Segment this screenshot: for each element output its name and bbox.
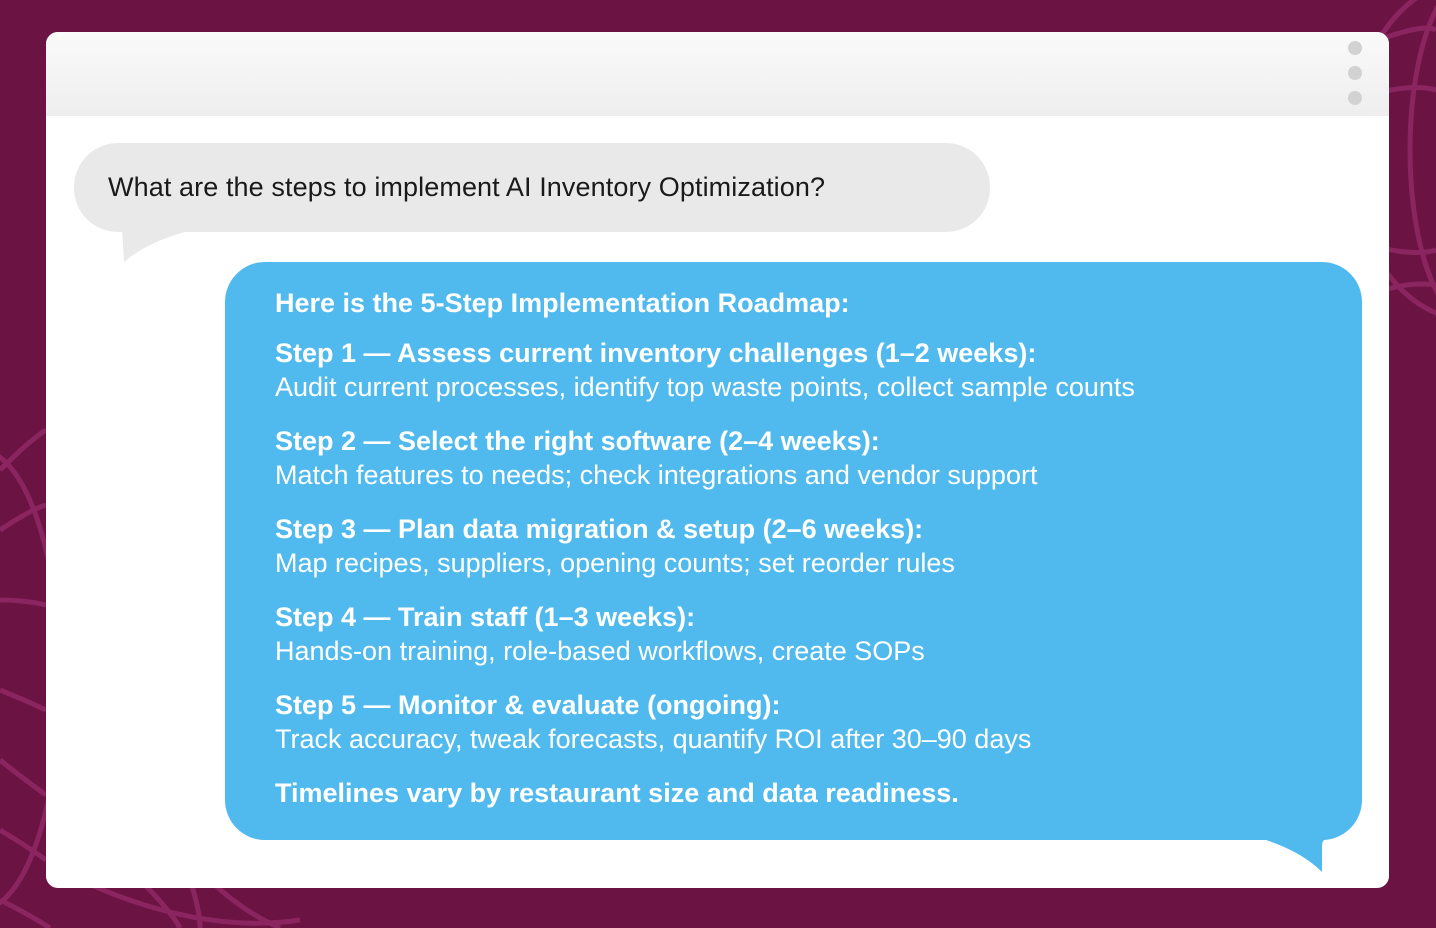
step-item-4: Step 4 — Train staff (1–3 weeks): Hands-…	[275, 600, 1332, 668]
step-title: Step 2 — Select the right software (2–4 …	[275, 426, 880, 456]
user-message-text: What are the steps to implement AI Inven…	[108, 172, 826, 202]
assistant-message-bubble: Here is the 5-Step Implementation Roadma…	[225, 262, 1362, 840]
user-bubble-tail	[122, 228, 202, 262]
step-description: Track accuracy, tweak forecasts, quantif…	[275, 724, 1032, 754]
step-description: Map recipes, suppliers, opening counts; …	[275, 548, 955, 578]
menu-dot	[1348, 91, 1362, 105]
step-description: Match features to needs; check integrati…	[275, 460, 1038, 490]
roadmap-intro: Here is the 5-Step Implementation Roadma…	[275, 288, 850, 318]
menu-dot	[1348, 66, 1362, 80]
menu-dot	[1348, 41, 1362, 55]
step-description: Audit current processes, identify top wa…	[275, 372, 1135, 402]
step-title: Step 1 — Assess current inventory challe…	[275, 338, 1037, 368]
step-description: Hands-on training, role-based workflows,…	[275, 636, 925, 666]
step-title: Step 3 — Plan data migration & setup (2–…	[275, 514, 924, 544]
roadmap-footer-note: Timelines vary by restaurant size and da…	[275, 778, 959, 808]
step-item-5: Step 5 — Monitor & evaluate (ongoing): T…	[275, 688, 1332, 756]
step-title: Step 5 — Monitor & evaluate (ongoing):	[275, 690, 781, 720]
step-title: Step 4 — Train staff (1–3 weeks):	[275, 602, 696, 632]
assistant-bubble-tail	[1262, 832, 1324, 872]
step-item-3: Step 3 — Plan data migration & setup (2–…	[275, 512, 1332, 580]
step-item-1: Step 1 — Assess current inventory challe…	[275, 336, 1332, 404]
kebab-menu-icon[interactable]	[1347, 41, 1363, 105]
window-titlebar	[46, 32, 1389, 116]
user-message-bubble: What are the steps to implement AI Inven…	[74, 143, 990, 232]
step-item-2: Step 2 — Select the right software (2–4 …	[275, 424, 1332, 492]
chat-window: What are the steps to implement AI Inven…	[46, 32, 1389, 888]
